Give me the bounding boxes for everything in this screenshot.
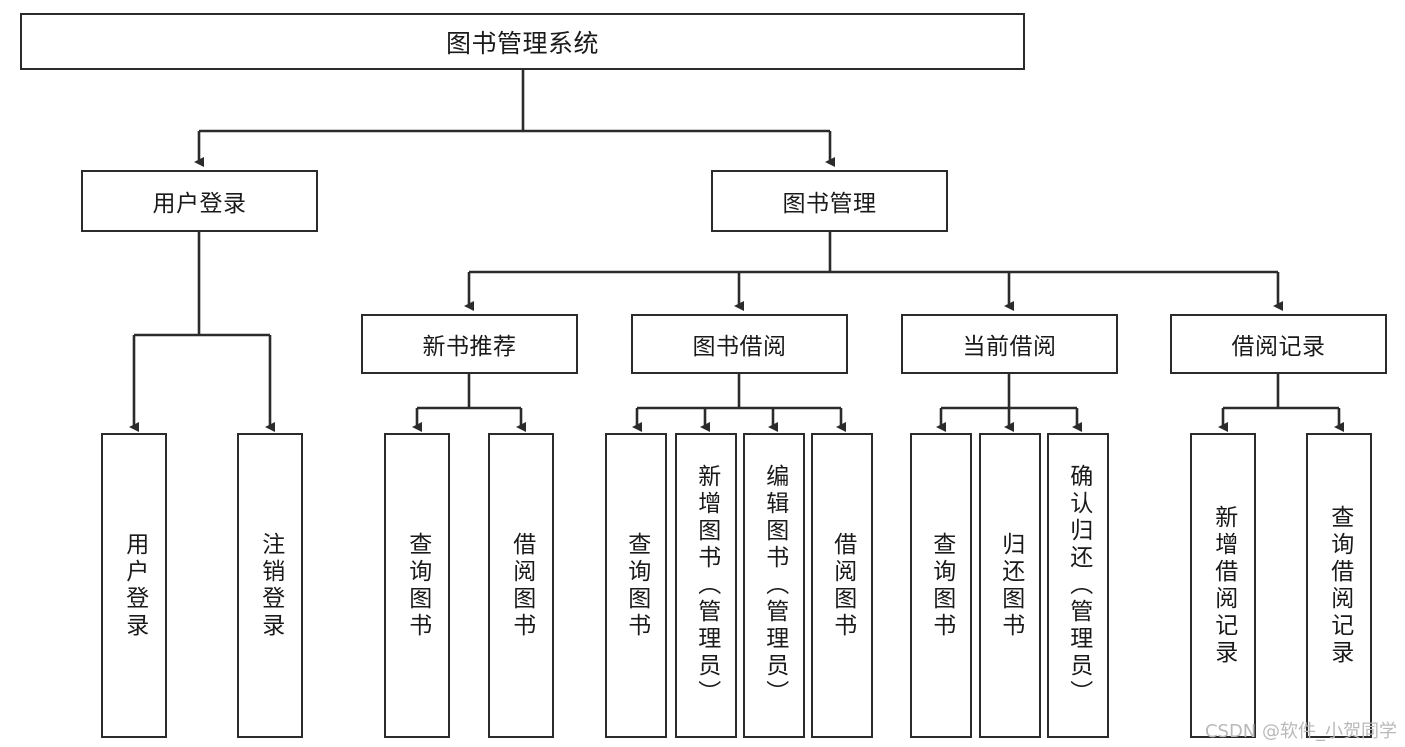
node-label: 查询图书 xyxy=(623,531,650,640)
node-leaf-query-book-current[interactable]: 查询图书 xyxy=(910,433,972,738)
node-label: 用户登录 xyxy=(152,191,247,217)
node-leaf-query-borrow-record[interactable]: 查询借阅记录 xyxy=(1306,433,1372,738)
node-leaf-user-login[interactable]: 用户登录 xyxy=(101,433,167,738)
node-book-management[interactable]: 图书管理 xyxy=(711,170,948,232)
node-label: 用户登录 xyxy=(121,531,148,640)
node-label: 查询图书 xyxy=(928,531,955,640)
node-label: 确认归还（管理员） xyxy=(1065,464,1092,707)
node-label: 查询借阅记录 xyxy=(1326,504,1353,667)
node-leaf-add-borrow-record[interactable]: 新增借阅记录 xyxy=(1190,433,1256,738)
node-new-book-recommend[interactable]: 新书推荐 xyxy=(361,314,578,374)
node-label: 新增借阅记录 xyxy=(1210,504,1237,667)
node-label: 借阅记录 xyxy=(1231,334,1326,360)
node-label: 归还图书 xyxy=(997,531,1024,640)
node-label: 新增图书（管理员） xyxy=(693,464,720,707)
node-borrow-record[interactable]: 借阅记录 xyxy=(1170,314,1387,374)
node-label: 借阅图书 xyxy=(508,531,535,640)
node-leaf-add-book-admin[interactable]: 新增图书（管理员） xyxy=(675,433,737,738)
watermark-text: CSDN @软件_小贺同学 xyxy=(1204,721,1397,742)
node-book-borrow[interactable]: 图书借阅 xyxy=(631,314,848,374)
node-leaf-logout[interactable]: 注销登录 xyxy=(237,433,303,738)
node-leaf-query-book-borrow[interactable]: 查询图书 xyxy=(605,433,667,738)
node-label: 图书管理系统 xyxy=(445,28,599,58)
node-label: 编辑图书（管理员） xyxy=(761,464,788,707)
node-leaf-query-book-recommend[interactable]: 查询图书 xyxy=(384,433,450,738)
node-label: 借阅图书 xyxy=(829,531,856,640)
node-leaf-borrow-book[interactable]: 借阅图书 xyxy=(811,433,873,738)
node-label: 当前借阅 xyxy=(962,334,1057,360)
node-label: 查询图书 xyxy=(404,531,431,640)
node-label: 图书管理 xyxy=(782,191,877,217)
node-leaf-edit-book-admin[interactable]: 编辑图书（管理员） xyxy=(743,433,805,738)
node-label: 新书推荐 xyxy=(422,334,517,360)
node-leaf-confirm-return-admin[interactable]: 确认归还（管理员） xyxy=(1047,433,1109,738)
node-leaf-borrow-book-recommend[interactable]: 借阅图书 xyxy=(488,433,554,738)
node-current-borrow[interactable]: 当前借阅 xyxy=(901,314,1118,374)
node-label: 图书借阅 xyxy=(692,334,787,360)
node-user-login[interactable]: 用户登录 xyxy=(81,170,318,232)
node-root-book-management-system[interactable]: 图书管理系统 xyxy=(20,13,1025,70)
node-label: 注销登录 xyxy=(257,531,284,640)
node-leaf-return-book[interactable]: 归还图书 xyxy=(979,433,1041,738)
